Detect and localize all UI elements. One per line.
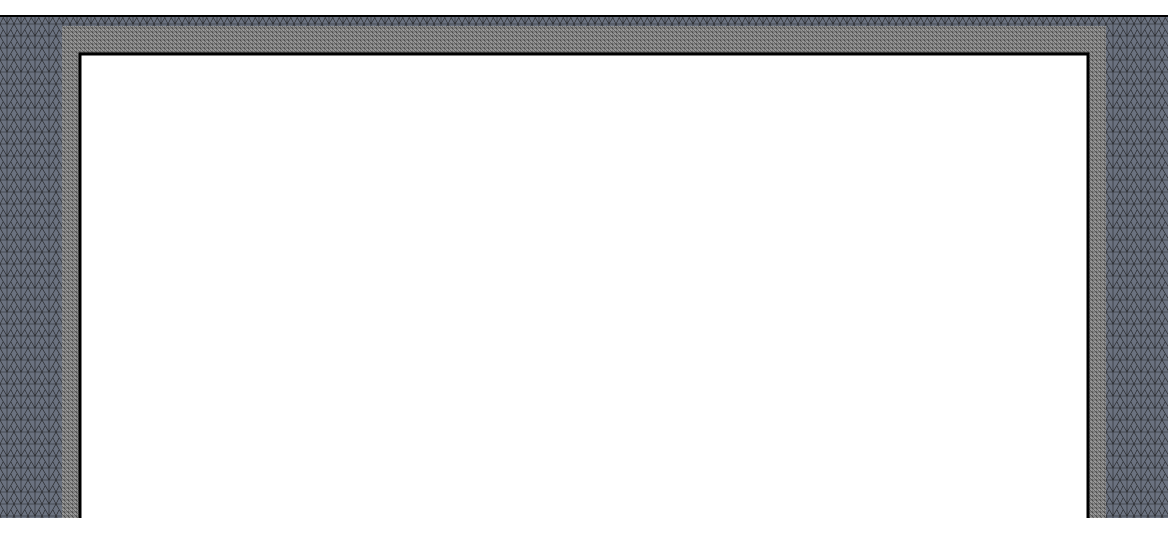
boundary-layer-right xyxy=(1088,26,1106,518)
boundary-layer-left xyxy=(62,26,80,518)
inner-cavity xyxy=(80,54,1088,518)
boundary-layer-top xyxy=(62,26,1106,54)
cavity-walls xyxy=(0,15,1168,518)
bottom-margin xyxy=(0,518,1168,538)
boundary-layer xyxy=(62,26,1106,518)
cavity-wall-outline xyxy=(78,52,1090,518)
